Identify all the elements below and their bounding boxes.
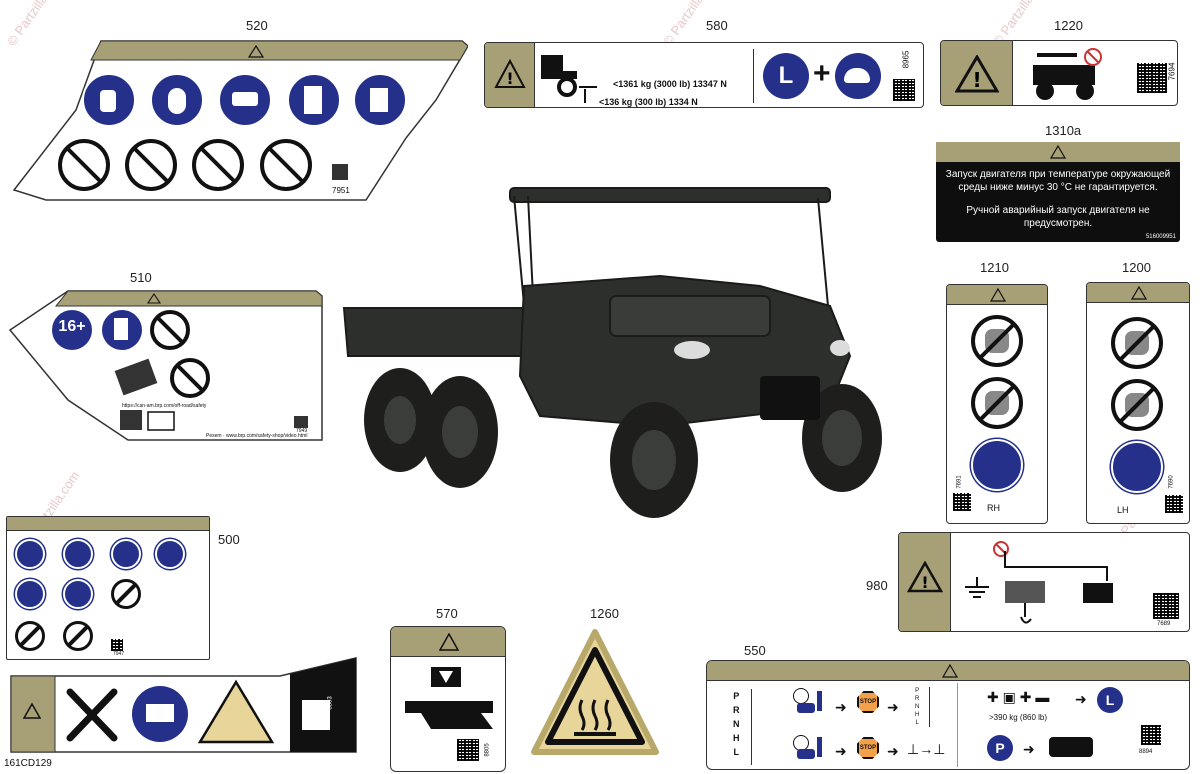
ref-1210: 1210	[980, 260, 1009, 275]
seatbelt-icon	[971, 439, 1023, 491]
ref-1220: 1220	[1054, 18, 1083, 33]
manual-icon	[15, 539, 45, 569]
ref-580: 580	[706, 18, 728, 33]
warning-icon: !	[955, 55, 999, 93]
seatbelt-icon	[63, 579, 93, 609]
decal-510	[8, 290, 323, 441]
code-520: 7951	[332, 186, 350, 195]
vehicle-illustration	[342, 187, 882, 518]
seatbelt-icon	[1111, 441, 1163, 493]
code-500: 7947	[113, 651, 125, 657]
qr-code	[457, 739, 479, 761]
url-safety-text: https://can-am.brp.com/off-road/safety	[122, 403, 207, 409]
winch-wiring-icon	[965, 541, 1113, 624]
svg-text:!: !	[972, 68, 981, 92]
warning-icon	[1131, 286, 1147, 300]
code-1200: 7690	[1168, 475, 1175, 489]
decal-500: 7947	[6, 516, 210, 660]
ref-1310a: 1310a	[1045, 123, 1082, 138]
warning-icon	[1050, 145, 1066, 159]
decal-520	[12, 40, 468, 201]
low-range-icon: L	[763, 53, 809, 99]
vehicle-person-icon	[1049, 737, 1093, 757]
ref-1260: 1260	[590, 606, 619, 621]
side-label: RH	[987, 503, 1000, 513]
code-1220: 7694	[1167, 62, 1177, 81]
ref-570: 570	[436, 606, 458, 621]
turtle-icon	[835, 53, 881, 99]
decal-1260-hot-surface	[531, 629, 659, 755]
no-grab-icon	[971, 377, 1023, 429]
qr-code	[1153, 593, 1179, 619]
seatbelt-icon	[111, 539, 141, 569]
tongue-weight-text: <136 kg (300 lb) 1334 N	[599, 97, 698, 107]
qr-code	[111, 639, 123, 651]
ref-1200: 1200	[1122, 260, 1151, 275]
code-1290: 8803	[327, 696, 334, 710]
qr-code	[1141, 725, 1161, 745]
decal-1290	[10, 657, 357, 753]
prohibited-icon	[111, 579, 141, 609]
code-580: 8965	[901, 50, 911, 69]
code-550: 8894	[1139, 749, 1153, 755]
qr-code	[1137, 63, 1167, 93]
warning-icon	[439, 633, 459, 651]
decal-980: ! 7689	[898, 532, 1190, 632]
code-980: 7689	[1157, 621, 1171, 627]
warning-icon: !	[907, 561, 943, 593]
plus-sign: +	[813, 57, 831, 90]
decal-1310a: Запуск двигателя при температуре окружаю…	[936, 142, 1180, 242]
code-1310a: 516009951	[1145, 234, 1176, 240]
stop-sign-icon: STOP	[857, 691, 879, 713]
weight-limit-text: >390 kg (860 lb)	[989, 713, 1048, 722]
side-label: LH	[1117, 505, 1129, 515]
qr-code	[953, 493, 971, 511]
code-510: 7949	[296, 428, 308, 434]
cold-start-warning-text: Запуск двигателя при температуре окружаю…	[945, 169, 1171, 193]
warning-icon: !	[494, 59, 526, 88]
warning-icon	[942, 664, 958, 678]
decal-580: ! <1361 kg (3000 lb) 13347 N <136 kg (30…	[484, 42, 924, 108]
decal-1220: ! 7694	[940, 40, 1178, 106]
no-reaching-out-icon	[971, 315, 1023, 367]
helmet-icon	[63, 539, 93, 569]
ref-550: 550	[744, 643, 766, 658]
qr-code	[1165, 495, 1183, 513]
svg-text:!: !	[506, 69, 513, 88]
age-restriction-text: 16+	[58, 318, 86, 335]
prohibited-icon	[63, 621, 93, 651]
url-video-text: Pesem · www.brp.com/safety-shop/video.ht…	[206, 433, 308, 439]
decal-1210: 7691 RH	[946, 284, 1048, 524]
manual-start-warning-text: Ручной аварийный запуск двигателя не пре…	[966, 205, 1150, 229]
diagram-code: 161CD129	[4, 758, 52, 769]
park-icon: P	[987, 735, 1013, 761]
ref-980: 980	[866, 578, 888, 593]
low-range-icon: L	[1097, 687, 1123, 713]
ref-520: 520	[246, 18, 268, 33]
crush-hand-icon	[405, 667, 493, 729]
ref-510: 510	[130, 270, 152, 285]
warning-icon	[990, 288, 1006, 302]
stop-sign-icon: STOP	[857, 737, 879, 759]
handhold-icon	[155, 539, 185, 569]
ear-protection-icon	[15, 579, 45, 609]
decal-570: 8805	[390, 626, 506, 772]
code-570: 8805	[484, 743, 491, 757]
passenger-vehicle-icon	[1033, 48, 1102, 100]
hitch-icon	[541, 55, 597, 103]
no-grab-icon	[1111, 379, 1163, 431]
axle-icon: ⊥→⊥	[907, 741, 946, 757]
code-1210: 7691	[956, 475, 963, 489]
svg-text:!: !	[921, 573, 928, 592]
payload-icons: ✚ ▣ ✚ ▬	[987, 689, 1050, 705]
ref-500: 500	[218, 532, 240, 547]
qr-code	[893, 79, 915, 101]
decal-1200: 7690 LH	[1086, 282, 1190, 524]
towing-capacity-text: <1361 kg (3000 lb) 13347 N	[613, 79, 727, 89]
prohibited-icon	[15, 621, 45, 651]
no-reaching-out-icon	[1111, 317, 1163, 369]
